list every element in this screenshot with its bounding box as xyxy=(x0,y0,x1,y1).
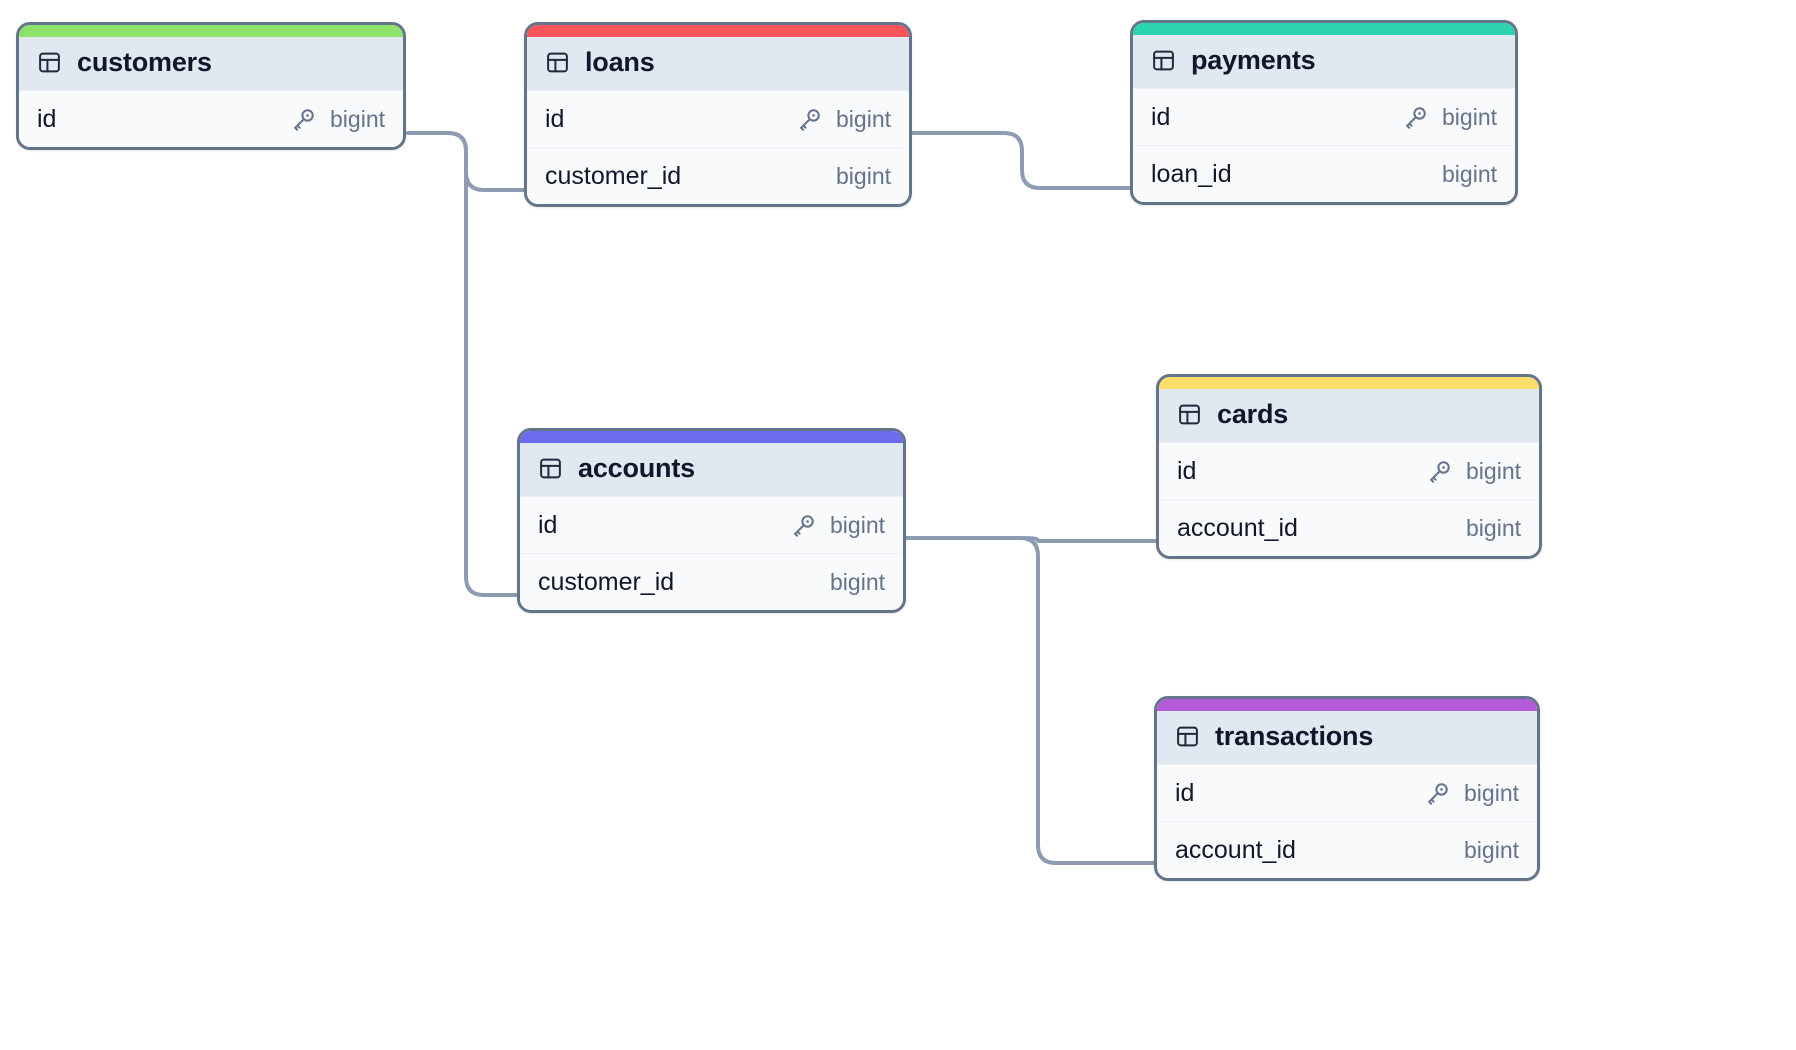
table-accent-bar-loans xyxy=(527,25,909,37)
table-title-transactions: transactions xyxy=(1215,721,1374,751)
relationship-edge-customers-accounts[interactable] xyxy=(406,131,519,597)
field-type-account_id: bigint xyxy=(1464,836,1519,863)
primary-key-icon xyxy=(1402,104,1429,131)
field-meta: bigint xyxy=(823,163,891,189)
table-header-transactions[interactable]: transactions xyxy=(1157,711,1537,764)
relationship-edge-accounts-transactions[interactable] xyxy=(904,536,1156,865)
field-meta: bigint xyxy=(817,569,885,595)
field-meta: bigint xyxy=(1402,104,1497,131)
primary-key-icon xyxy=(1424,780,1451,807)
table-node-payments[interactable]: payments id bigint loan_id bigint xyxy=(1130,20,1518,205)
field-type-id: bigint xyxy=(1466,457,1521,484)
field-row-payments-loan_id[interactable]: loan_id bigint xyxy=(1133,145,1515,202)
field-type-loan_id: bigint xyxy=(1442,160,1497,187)
field-row-loans-customer_id[interactable]: customer_id bigint xyxy=(527,147,909,204)
field-type-customer_id: bigint xyxy=(830,568,885,595)
field-meta: bigint xyxy=(290,106,385,133)
table-accent-bar-accounts xyxy=(520,431,903,443)
table-icon xyxy=(538,456,563,481)
table-header-customers[interactable]: customers xyxy=(19,37,403,90)
field-meta: bigint xyxy=(1426,458,1521,485)
field-type-account_id: bigint xyxy=(1466,514,1521,541)
primary-key-icon xyxy=(290,106,317,133)
field-name-loan_id: loan_id xyxy=(1151,159,1232,188)
table-title-accounts: accounts xyxy=(578,453,695,483)
field-row-accounts-customer_id[interactable]: customer_id bigint xyxy=(520,553,903,610)
table-header-payments[interactable]: payments xyxy=(1133,35,1515,88)
field-type-id: bigint xyxy=(1464,779,1519,806)
field-name-account_id: account_id xyxy=(1175,835,1296,864)
field-type-id: bigint xyxy=(330,105,385,132)
field-meta: bigint xyxy=(796,106,891,133)
primary-key-icon xyxy=(1426,458,1453,485)
table-title-cards: cards xyxy=(1217,399,1289,429)
field-row-transactions-account_id[interactable]: account_id bigint xyxy=(1157,821,1537,878)
table-icon xyxy=(1177,402,1202,427)
field-type-customer_id: bigint xyxy=(836,162,891,189)
field-row-cards-id[interactable]: id bigint xyxy=(1159,442,1539,499)
field-row-payments-id[interactable]: id bigint xyxy=(1133,88,1515,145)
field-name-id: id xyxy=(1177,456,1197,485)
field-name-id: id xyxy=(538,510,558,539)
field-name-account_id: account_id xyxy=(1177,513,1298,542)
relationship-edge-accounts-cards[interactable] xyxy=(904,536,1158,543)
primary-key-icon xyxy=(796,106,823,133)
field-type-id: bigint xyxy=(830,511,885,538)
table-node-transactions[interactable]: transactions id bigint account_id bigint xyxy=(1154,696,1540,881)
table-header-accounts[interactable]: accounts xyxy=(520,443,903,496)
table-node-customers[interactable]: customers id bigint xyxy=(16,22,406,150)
field-meta: bigint xyxy=(1429,161,1497,187)
table-icon xyxy=(1151,48,1176,73)
table-icon xyxy=(545,50,570,75)
field-meta: bigint xyxy=(1424,780,1519,807)
table-accent-bar-cards xyxy=(1159,377,1539,389)
relationship-edge-loans-payments[interactable] xyxy=(910,131,1132,190)
field-name-customer_id: customer_id xyxy=(538,567,675,596)
table-icon xyxy=(37,50,62,75)
field-row-accounts-id[interactable]: id bigint xyxy=(520,496,903,553)
field-meta: bigint xyxy=(790,512,885,539)
field-name-id: id xyxy=(1151,102,1171,131)
table-title-customers: customers xyxy=(77,47,212,77)
table-accent-bar-payments xyxy=(1133,23,1515,35)
field-meta: bigint xyxy=(1451,837,1519,863)
table-header-loans[interactable]: loans xyxy=(527,37,909,90)
table-accent-bar-transactions xyxy=(1157,699,1537,711)
field-type-id: bigint xyxy=(1442,103,1497,130)
field-row-customers-id[interactable]: id bigint xyxy=(19,90,403,147)
primary-key-icon xyxy=(790,512,817,539)
table-title-loans: loans xyxy=(585,47,655,77)
table-node-accounts[interactable]: accounts id bigint customer_id bigint xyxy=(517,428,906,613)
field-type-id: bigint xyxy=(836,105,891,132)
table-accent-bar-customers xyxy=(19,25,403,37)
field-name-id: id xyxy=(1175,778,1195,807)
table-icon xyxy=(1175,724,1200,749)
relationship-edge-customers-loans[interactable] xyxy=(406,131,526,192)
field-name-id: id xyxy=(37,104,57,133)
field-meta: bigint xyxy=(1453,515,1521,541)
table-title-payments: payments xyxy=(1191,45,1316,75)
field-row-cards-account_id[interactable]: account_id bigint xyxy=(1159,499,1539,556)
field-name-id: id xyxy=(545,104,565,133)
table-header-cards[interactable]: cards xyxy=(1159,389,1539,442)
field-row-transactions-id[interactable]: id bigint xyxy=(1157,764,1537,821)
field-name-customer_id: customer_id xyxy=(545,161,682,190)
field-row-loans-id[interactable]: id bigint xyxy=(527,90,909,147)
